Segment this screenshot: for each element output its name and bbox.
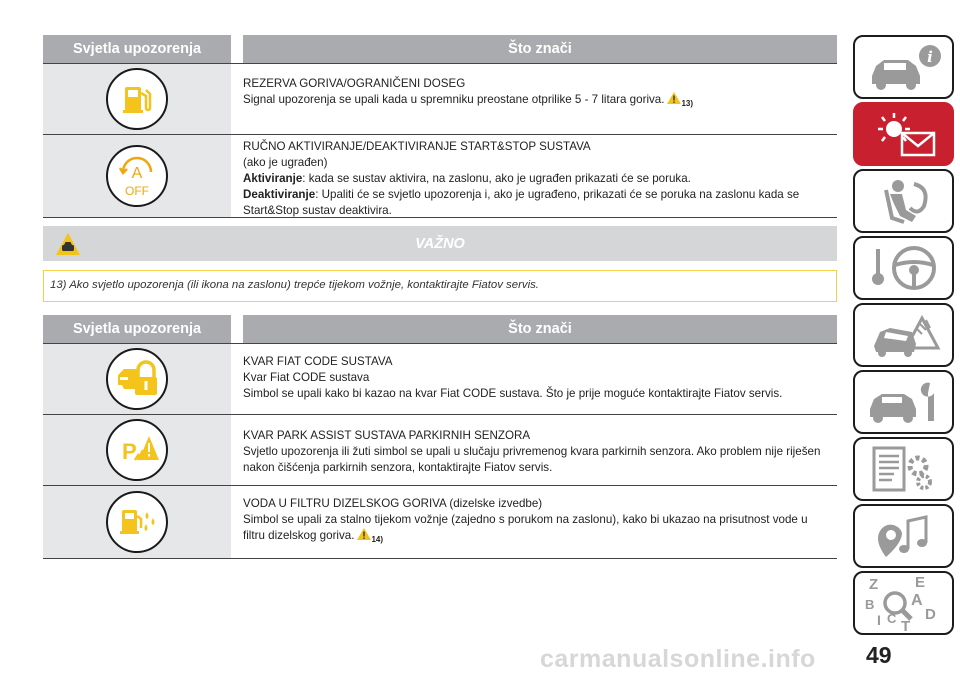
svg-text:D: D bbox=[925, 606, 936, 623]
car-wrench-icon bbox=[869, 382, 934, 423]
table-header: Svjetla upozorenja Što znači bbox=[43, 35, 837, 63]
important-box: VAŽNO bbox=[43, 226, 837, 261]
important-title: VAŽNO bbox=[415, 235, 465, 252]
park-assist-title: KVAR PARK ASSIST SUSTAVA PARKIRNIH SENZO… bbox=[243, 429, 531, 442]
start-stop-title: RUČNO AKTIVIRANJE/DEAKTIVIRANJE START&ST… bbox=[243, 140, 591, 153]
start-stop-activation: Aktiviranje: kada se sustav aktivira, na… bbox=[243, 172, 691, 185]
header-meaning: Što znači bbox=[508, 41, 572, 57]
start-stop-off-text: OFF bbox=[125, 184, 149, 198]
tab-starting-driving[interactable] bbox=[853, 236, 954, 300]
table-row: REZERVA GORIVA/OGRANIČENI DOSEG Signal u… bbox=[43, 64, 837, 135]
svg-text:T: T bbox=[901, 618, 910, 633]
watermark: carmanualsonline.info bbox=[540, 645, 816, 673]
specs-gear-icon bbox=[872, 446, 932, 492]
warning-lights-message-icon bbox=[877, 113, 935, 157]
svg-text:E: E bbox=[915, 574, 925, 591]
tab-warning-lights[interactable] bbox=[853, 102, 954, 166]
water-filter-text: Simbol se upali za stalno tijekom vožnje… bbox=[243, 513, 808, 544]
start-stop-off-icon: A OFF bbox=[106, 145, 168, 207]
steering-key-icon bbox=[871, 246, 936, 290]
water-in-diesel-filter-icon bbox=[106, 491, 168, 553]
warning-lights-table-2: Svjetla upozorenja Što znači KVAR FIAT C… bbox=[43, 315, 837, 559]
fuel-reserve-title: REZERVA GORIVA/OGRANIČENI DOSEG bbox=[243, 77, 466, 90]
tab-safety[interactable] bbox=[853, 169, 954, 233]
page-number: 49 bbox=[866, 642, 892, 668]
footnote-ref[interactable]: 13) bbox=[681, 99, 694, 108]
multimedia-music-icon bbox=[877, 515, 927, 557]
warning-lights-table-1: Svjetla upozorenja Što znači REZERVA GOR… bbox=[43, 35, 837, 218]
svg-text:Z: Z bbox=[869, 576, 878, 593]
park-assist-letter: P bbox=[122, 439, 137, 464]
airbag-seat-icon bbox=[883, 180, 928, 224]
park-assist-text: Svjetlo upozorenja ili žuti simbol se up… bbox=[243, 445, 821, 474]
table-header: Svjetla upozorenja Što znači bbox=[43, 315, 837, 343]
fiat-code-subtitle: Kvar Fiat CODE sustava bbox=[243, 371, 370, 384]
table-row: KVAR FIAT CODE SUSTAVA Kvar Fiat CODE su… bbox=[43, 344, 837, 415]
warning-triangle-icon bbox=[357, 528, 372, 540]
header-warning-lights: Svjetla upozorenja bbox=[72, 41, 202, 57]
park-assist-fault-icon: P bbox=[106, 419, 168, 481]
tab-emergency[interactable] bbox=[853, 303, 954, 367]
tab-multimedia[interactable] bbox=[853, 504, 954, 568]
table-row: VODA U FILTRU DIZELSKOG GORIVA (dizelske… bbox=[43, 486, 837, 559]
fiat-code-lock-icon bbox=[106, 348, 168, 410]
header-warning-lights: Svjetla upozorenja bbox=[72, 321, 202, 337]
warning-triangle-icon bbox=[667, 92, 682, 104]
fuel-pump-icon bbox=[106, 68, 168, 130]
svg-text:A: A bbox=[911, 592, 923, 609]
footnote-ref[interactable]: 14) bbox=[371, 535, 384, 544]
tab-technical-data[interactable] bbox=[853, 437, 954, 501]
table-row: A OFF RUČNO AKTIVIRANJE/DEAKTIVIRANJE ST… bbox=[43, 135, 837, 218]
tab-index[interactable]: Z E A B I C T D bbox=[853, 571, 954, 635]
water-filter-title: VODA U FILTRU DIZELSKOG GORIVA (dizelske… bbox=[243, 497, 543, 510]
table-row: P KVAR PARK ASSIST SUSTAVA PARKIRNIH SEN… bbox=[43, 415, 837, 486]
alphabetical-index-icon: Z E A B I C T D bbox=[865, 574, 936, 633]
svg-text:I: I bbox=[877, 612, 881, 628]
tab-maintenance[interactable] bbox=[853, 370, 954, 434]
fiat-code-text: Simbol se upali kako bi kazao na kvar Fi… bbox=[243, 387, 783, 400]
crash-emergency-icon bbox=[873, 314, 940, 357]
car-info-icon: i bbox=[871, 45, 941, 90]
fuel-reserve-text: Signal upozorenja se upali kada u spremn… bbox=[243, 92, 694, 108]
start-stop-subtitle: (ako je ugrađen) bbox=[243, 156, 328, 169]
tab-car-info[interactable]: i bbox=[853, 35, 954, 99]
start-stop-letter: A bbox=[132, 165, 143, 182]
fiat-code-title: KVAR FIAT CODE SUSTAVA bbox=[243, 355, 393, 368]
header-meaning: Što znači bbox=[508, 321, 572, 337]
svg-text:i: i bbox=[927, 48, 933, 66]
svg-text:C: C bbox=[887, 611, 897, 626]
svg-text:B: B bbox=[865, 597, 874, 612]
important-note: 13) Ako svjetlo upozorenja (ili ikona na… bbox=[43, 270, 837, 302]
start-stop-deactivation: Deaktiviranje: Upaliti će se svjetlo upo… bbox=[243, 188, 800, 217]
car-warning-icon bbox=[56, 233, 80, 255]
